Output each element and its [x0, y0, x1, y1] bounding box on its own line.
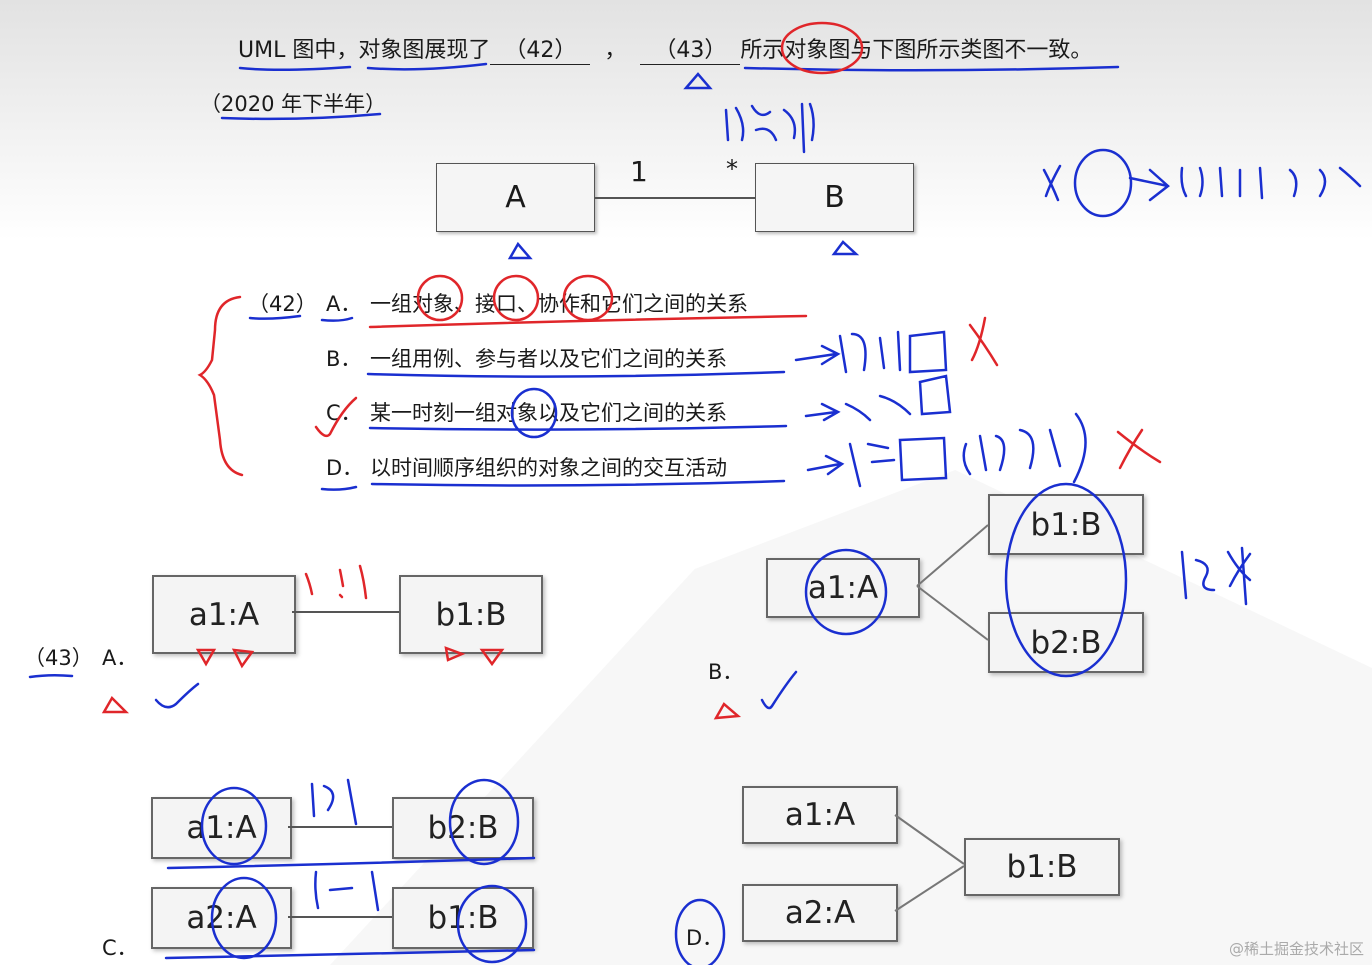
- q43-number: （43）: [24, 646, 93, 670]
- q43-d-object-b1: b1:B: [964, 838, 1120, 896]
- q43-c-object-b2: b2:B: [392, 797, 534, 859]
- q43-d-object-a2: a2:A: [742, 884, 898, 942]
- q42-number: （42）: [248, 292, 317, 316]
- q43-b-bottom-text: b2:B: [1030, 624, 1102, 661]
- question-sep: ，: [604, 38, 627, 63]
- class-b-box: B: [755, 163, 914, 232]
- option-b-label: B．: [326, 347, 362, 371]
- option-a-text: 一组对象、接口、协作和它们之间的关系: [370, 292, 748, 316]
- q43-option-a-label[interactable]: A．: [102, 646, 138, 670]
- q43-d-bottom-text: a2:A: [784, 895, 856, 931]
- class-b-name: B: [824, 180, 845, 215]
- q42-option-a[interactable]: A． 一组对象、接口、协作和它们之间的关系: [326, 288, 748, 318]
- q43-a-object-b1: b1:B: [399, 575, 543, 654]
- q43-a-right-text: b1:B: [435, 596, 507, 633]
- q43-b-object-a1: a1:A: [766, 558, 920, 618]
- q42-option-c[interactable]: C． 某一时刻一组对象以及它们之间的关系: [326, 397, 727, 427]
- option-d-label: D．: [326, 456, 364, 480]
- q43-c-r1-left-text: a1:A: [186, 810, 257, 846]
- class-a-name: A: [505, 180, 526, 215]
- q43-b-left-text: a1:A: [807, 570, 879, 606]
- option-c-text: 某一时刻一组对象以及它们之间的关系: [370, 401, 727, 425]
- q43-option-d-label[interactable]: D．: [686, 926, 724, 950]
- q43-c-object-a2: a2:A: [151, 887, 292, 949]
- q43-a-object-a1: a1:A: [152, 575, 296, 654]
- q43-b-object-b1: b1:B: [988, 494, 1144, 555]
- class-a-box: A: [436, 163, 595, 232]
- q43-c-r1-right-text: b2:B: [427, 810, 499, 846]
- option-b-text: 一组用例、参与者以及它们之间的关系: [370, 347, 727, 371]
- q43-d-top-text: a1:A: [784, 797, 856, 833]
- option-d-text: 以时间顺序组织的对象之间的交互活动: [370, 456, 727, 480]
- question-suffix: 所示对象图与下图所示类图不一致。: [740, 38, 1093, 63]
- multiplicity-b: *: [726, 155, 738, 183]
- q42-option-d[interactable]: D．以时间顺序组织的对象之间的交互活动: [326, 452, 727, 482]
- question-title: UML 图中，对象图展现了（42） ， （43）所示对象图与下图所示类图不一致。: [238, 32, 1092, 65]
- multiplicity-a: 1: [630, 155, 648, 188]
- q43-d-object-a1: a1:A: [742, 786, 898, 844]
- blank-43: （43）: [640, 32, 741, 65]
- q43-b-top-text: b1:B: [1030, 506, 1102, 543]
- question-prefix: UML 图中，对象图展现了: [238, 38, 491, 63]
- q43-c-object-b1: b1:B: [392, 887, 534, 949]
- option-c-label: C．: [326, 401, 362, 425]
- q43-d-right-text: b1:B: [1006, 849, 1078, 885]
- q42-option-b[interactable]: B． 一组用例、参与者以及它们之间的关系: [326, 343, 727, 373]
- watermark: @稀土掘金技术社区: [1228, 940, 1364, 958]
- q43-a-left-text: a1:A: [188, 596, 260, 633]
- q43-a-link: [292, 611, 399, 613]
- q43-c-link-2: [288, 916, 392, 918]
- q43-c-r2-left-text: a2:A: [186, 900, 257, 936]
- blank-42: （42）: [490, 32, 591, 65]
- q43-c-link-1: [288, 826, 392, 828]
- q43-c-object-a1: a1:A: [151, 797, 292, 859]
- q43-c-r2-right-text: b1:B: [427, 900, 499, 936]
- option-a-label: A．: [326, 292, 362, 316]
- q43-option-b-label[interactable]: B．: [708, 660, 744, 684]
- association-line: [595, 197, 755, 199]
- q43-option-c-label[interactable]: C．: [102, 936, 138, 960]
- question-year: （2020 年下半年）: [200, 92, 387, 116]
- q43-b-object-b2: b2:B: [988, 612, 1144, 673]
